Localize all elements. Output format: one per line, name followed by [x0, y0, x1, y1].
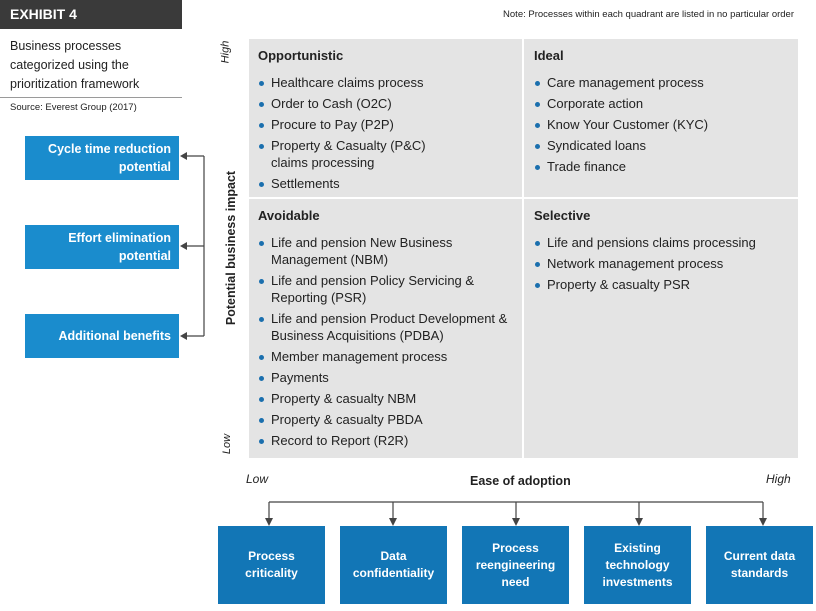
list-item: Healthcare claims process — [258, 74, 516, 91]
list-item: Know Your Customer (KYC) — [534, 116, 794, 133]
list-item: Corporate action — [534, 95, 794, 112]
criteria-bracket — [180, 152, 205, 340]
criterion-box-cycle-time: Cycle time reduction potential — [25, 136, 179, 180]
list-item: Record to Report (R2R) — [258, 432, 520, 449]
list-item: Settlements — [258, 175, 516, 192]
quadrant-list-opportunistic: Healthcare claims process Order to Cash … — [258, 74, 516, 196]
factor-box-process-criticality: Process criticality — [218, 526, 325, 604]
y-axis-low: Low — [221, 433, 234, 455]
list-item: Syndicated loans — [534, 137, 794, 154]
x-axis-low: Low — [246, 472, 269, 486]
list-item: Member management process — [258, 348, 520, 365]
criterion-line: Cycle time reduction — [48, 142, 171, 156]
list-item: Property & casualty NBM — [258, 390, 520, 407]
list-item: Property & casualty PBDA — [258, 411, 520, 428]
exhibit-label: EXHIBIT 4 — [0, 0, 182, 29]
description-line: Business processes — [10, 39, 122, 53]
quadrant-ideal — [524, 39, 798, 197]
criterion-line: Additional benefits — [58, 329, 172, 343]
y-axis-high: High — [219, 40, 232, 64]
factor-line: Current data — [723, 549, 796, 563]
factor-line: investments — [602, 574, 673, 589]
factors-connector — [265, 501, 767, 526]
quadrant-title: Selective — [534, 208, 591, 223]
factor-line: confidentiality — [352, 566, 435, 580]
x-axis-high: High — [766, 472, 791, 486]
list-item: Life and pensions claims processing — [534, 234, 796, 251]
factor-line: Existing — [614, 540, 661, 555]
list-item: Life and pension Product Development & B… — [258, 310, 521, 344]
quadrant-selective — [524, 199, 798, 458]
factor-line: need — [501, 574, 530, 589]
criterion-line: potential — [118, 160, 171, 174]
list-item: Network management process — [534, 255, 796, 272]
quadrant-title: Ideal — [534, 48, 564, 63]
factor-line: reengineering — [475, 557, 556, 572]
quadrant-title: Avoidable — [258, 208, 320, 223]
factor-line: Process — [492, 540, 539, 555]
list-item: Payments — [258, 369, 520, 386]
factor-box-existing-technology: Existing technology investments — [584, 526, 691, 604]
factor-line: Process — [248, 549, 295, 563]
x-axis-label: Ease of adoption — [470, 474, 571, 488]
divider — [0, 97, 182, 98]
list-item: Life and pension Policy Servicing & Repo… — [258, 272, 486, 306]
quadrant-list-ideal: Care management process Corporate action… — [534, 74, 794, 179]
quadrant-list-selective: Life and pensions claims processing Netw… — [534, 234, 796, 297]
factor-line: criticality — [245, 566, 298, 580]
quadrant-avoidable — [249, 199, 522, 458]
factor-box-process-reengineering: Process reengineering need — [462, 526, 569, 604]
description-line: categorized using the — [10, 58, 129, 72]
list-item: Property & casualty PSR — [534, 276, 796, 293]
list-item: Trade finance — [534, 158, 794, 175]
quadrant-list-avoidable: Life and pension New Business Management… — [258, 234, 520, 453]
factor-box-data-confidentiality: Data confidentiality — [340, 526, 447, 604]
list-item: Procure to Pay (P2P) — [258, 116, 516, 133]
list-item: Life and pension New Business Management… — [258, 234, 471, 268]
description-line: prioritization framework — [10, 77, 140, 91]
factor-box-current-data-standards: Current data standards — [706, 526, 813, 604]
source-note: Source: Everest Group (2017) — [10, 102, 137, 113]
factor-line: technology — [605, 557, 670, 572]
list-item: Order to Cash (O2C) — [258, 95, 516, 112]
criterion-line: potential — [118, 249, 171, 263]
quadrant-opportunistic — [249, 39, 522, 197]
factor-line: standards — [730, 566, 789, 580]
criterion-line: Effort elimination — [68, 231, 171, 245]
factor-line: Data — [380, 549, 407, 563]
criterion-box-effort-elimination: Effort elimination potential — [25, 225, 179, 269]
y-axis-label: Potential business impact — [224, 170, 238, 326]
list-item: Care management process — [534, 74, 794, 91]
quadrant-note: Note: Processes within each quadrant are… — [503, 9, 794, 20]
quadrant-title: Opportunistic — [258, 48, 344, 63]
exhibit-description: Business processes categorized using the… — [10, 37, 180, 94]
list-item: Property & Casualty (P&C) claims process… — [258, 137, 446, 171]
criterion-box-additional-benefits: Additional benefits — [25, 314, 179, 358]
